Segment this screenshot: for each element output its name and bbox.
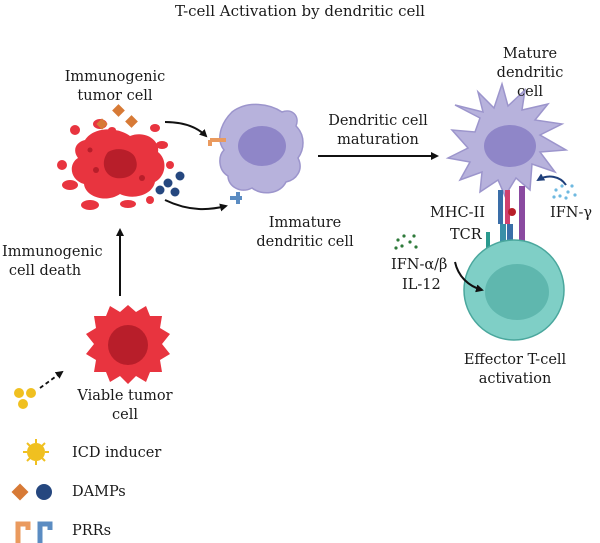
label-dc-maturation: Dendritic cell maturation: [318, 112, 438, 150]
label-line: dendritic: [496, 65, 564, 81]
label-line: Viable tumor: [77, 388, 173, 404]
label-line: Effector T-cell: [463, 352, 567, 368]
viable-tumor-cell: [86, 305, 170, 384]
arrow-ifn-alpha: [454, 261, 484, 293]
label-line: activation: [478, 371, 552, 387]
figure-title: T-cell Activation by dendritic cell: [175, 2, 425, 20]
label-viable-tumor-cell: Viable tumor cell: [70, 387, 180, 425]
label-ifn-alpha-beta: IFN-α/β: [391, 257, 448, 273]
icd-inducer-particles: [14, 388, 36, 409]
label-immunogenic-cell-death: Immunogenic cell death: [2, 243, 103, 281]
immature-dendritic-cell: [208, 103, 304, 204]
ifn-gamma-dots: [552, 184, 577, 200]
mature-dendritic-cell: [445, 81, 569, 198]
icd-inducer-icon: [23, 439, 49, 465]
immunogenic-tumor-cell: [57, 119, 174, 210]
arrow-tumor-to-dc-top: [164, 121, 208, 138]
label-immature-dendritic-cell: Immature dendritic cell: [240, 214, 370, 252]
arrow-icd-inducer: [39, 370, 64, 389]
damps-icon: [11, 483, 52, 501]
label-effector-t-cell: Effector T-cell activation: [450, 351, 580, 389]
label-line: Mature: [502, 46, 558, 62]
legend-damps: DAMPs: [72, 484, 126, 500]
label-line: cell death: [8, 263, 82, 279]
label-line: cell: [517, 84, 543, 100]
label-line: Dendritic cell: [328, 113, 428, 129]
label-mature-dendritic-cell: Mature dendritic cell: [480, 45, 580, 102]
label-immunogenic-tumor-cell: Immunogenic tumor cell: [60, 68, 170, 106]
label-il-12: IL-12: [402, 277, 441, 293]
legend-prrs: PRRs: [72, 523, 112, 539]
legend-icd-inducer: ICD inducer: [72, 445, 162, 461]
arrow-tumor-to-dc-bottom: [164, 199, 228, 212]
label-line: maturation: [337, 132, 419, 148]
effector-t-cell: [463, 239, 565, 341]
label-ifn-gamma: IFN-γ: [550, 205, 593, 221]
label-line: Immunogenic: [2, 244, 103, 260]
label-mhc-ii: MHC-II: [430, 205, 485, 221]
ifn-alpha-beta-dots: [394, 234, 418, 250]
arrow-ifn-gamma: [536, 173, 567, 186]
label-line: cell: [112, 407, 138, 423]
label-line: Immature: [268, 215, 342, 231]
label-line: Immunogenic: [64, 69, 166, 85]
prrs-icon: [15, 521, 53, 543]
label-line: dendritic cell: [256, 234, 354, 250]
label-line: tumor cell: [77, 88, 153, 104]
label-tcr: TCR: [450, 227, 482, 243]
